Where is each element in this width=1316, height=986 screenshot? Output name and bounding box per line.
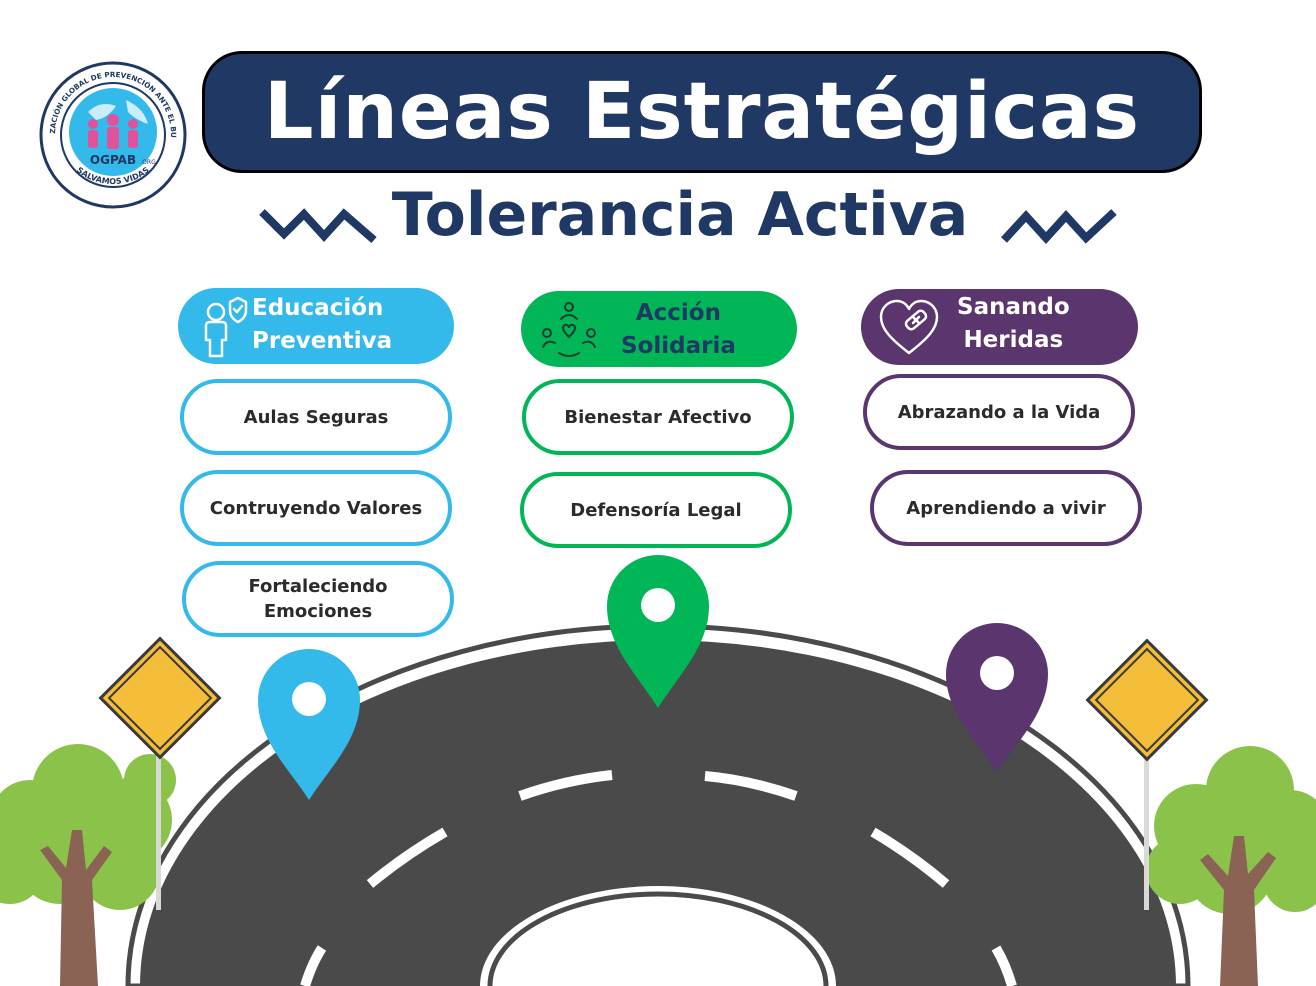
item-bienestar-afectivo: Bienestar Afectivo bbox=[522, 379, 794, 455]
item-contruyendo-valores: Contruyendo Valores bbox=[180, 470, 452, 546]
ogpab-logo: OGPAB .ORG ORGANIZACIÓN GLOBAL DE PREVEN… bbox=[34, 53, 188, 210]
item-label: Contruyendo Valores bbox=[209, 497, 423, 519]
header-educacion-preventiva: Educación Preventiva bbox=[178, 288, 454, 364]
curved-road bbox=[125, 623, 1191, 986]
item-label: Aulas Seguras bbox=[243, 406, 389, 428]
header-sanando-heridas: Sanando Heridas bbox=[861, 289, 1138, 365]
page-title: Líneas Estratégicas bbox=[263, 67, 1141, 157]
header-label-educacion: Educación Preventiva bbox=[252, 295, 393, 354]
title-banner: Líneas Estratégicas bbox=[202, 51, 1202, 173]
blue-map-pin bbox=[258, 649, 360, 800]
item-label: Aprendiendo a vivir bbox=[906, 497, 1106, 519]
right-zigzag-decoration bbox=[1001, 209, 1117, 244]
right-tree bbox=[1146, 746, 1316, 986]
item-label: Abrazando a la Vida bbox=[897, 401, 1101, 423]
item-aulas-seguras: Aulas Seguras bbox=[180, 379, 452, 455]
right-road-sign bbox=[1085, 638, 1209, 910]
left-road-sign bbox=[98, 636, 222, 910]
item-defensoria-legal: Defensoría Legal bbox=[520, 472, 792, 548]
bandaged-heart-icon bbox=[879, 299, 939, 355]
item-label: Defensoría Legal bbox=[570, 499, 742, 521]
left-zigzag-decoration bbox=[259, 208, 377, 244]
green-map-pin bbox=[607, 555, 709, 708]
header-accion-solidaria: Acción Solidaria bbox=[521, 291, 797, 367]
community-circle-icon bbox=[542, 302, 596, 357]
logo-name-text: OGPAB bbox=[90, 153, 136, 167]
page-subtitle: Tolerancia Activa bbox=[391, 180, 969, 250]
header-label-sanando: Sanando Heridas bbox=[957, 294, 1070, 353]
item-aprendiendo-a-vivir: Aprendiendo a vivir bbox=[870, 470, 1142, 546]
child-shield-icon bbox=[204, 296, 248, 358]
left-tree bbox=[0, 744, 176, 986]
header-label-accion: Acción Solidaria bbox=[621, 300, 736, 359]
item-abrazando-a-la-vida: Abrazando a la Vida bbox=[863, 374, 1135, 450]
logo-suffix-text: .ORG bbox=[140, 159, 156, 166]
item-label: Fortaleciendo Emociones bbox=[248, 576, 388, 622]
purple-map-pin bbox=[946, 623, 1048, 772]
item-label: Bienestar Afectivo bbox=[564, 406, 752, 428]
item-fortaleciendo-emociones: Fortaleciendo Emociones bbox=[182, 561, 454, 637]
